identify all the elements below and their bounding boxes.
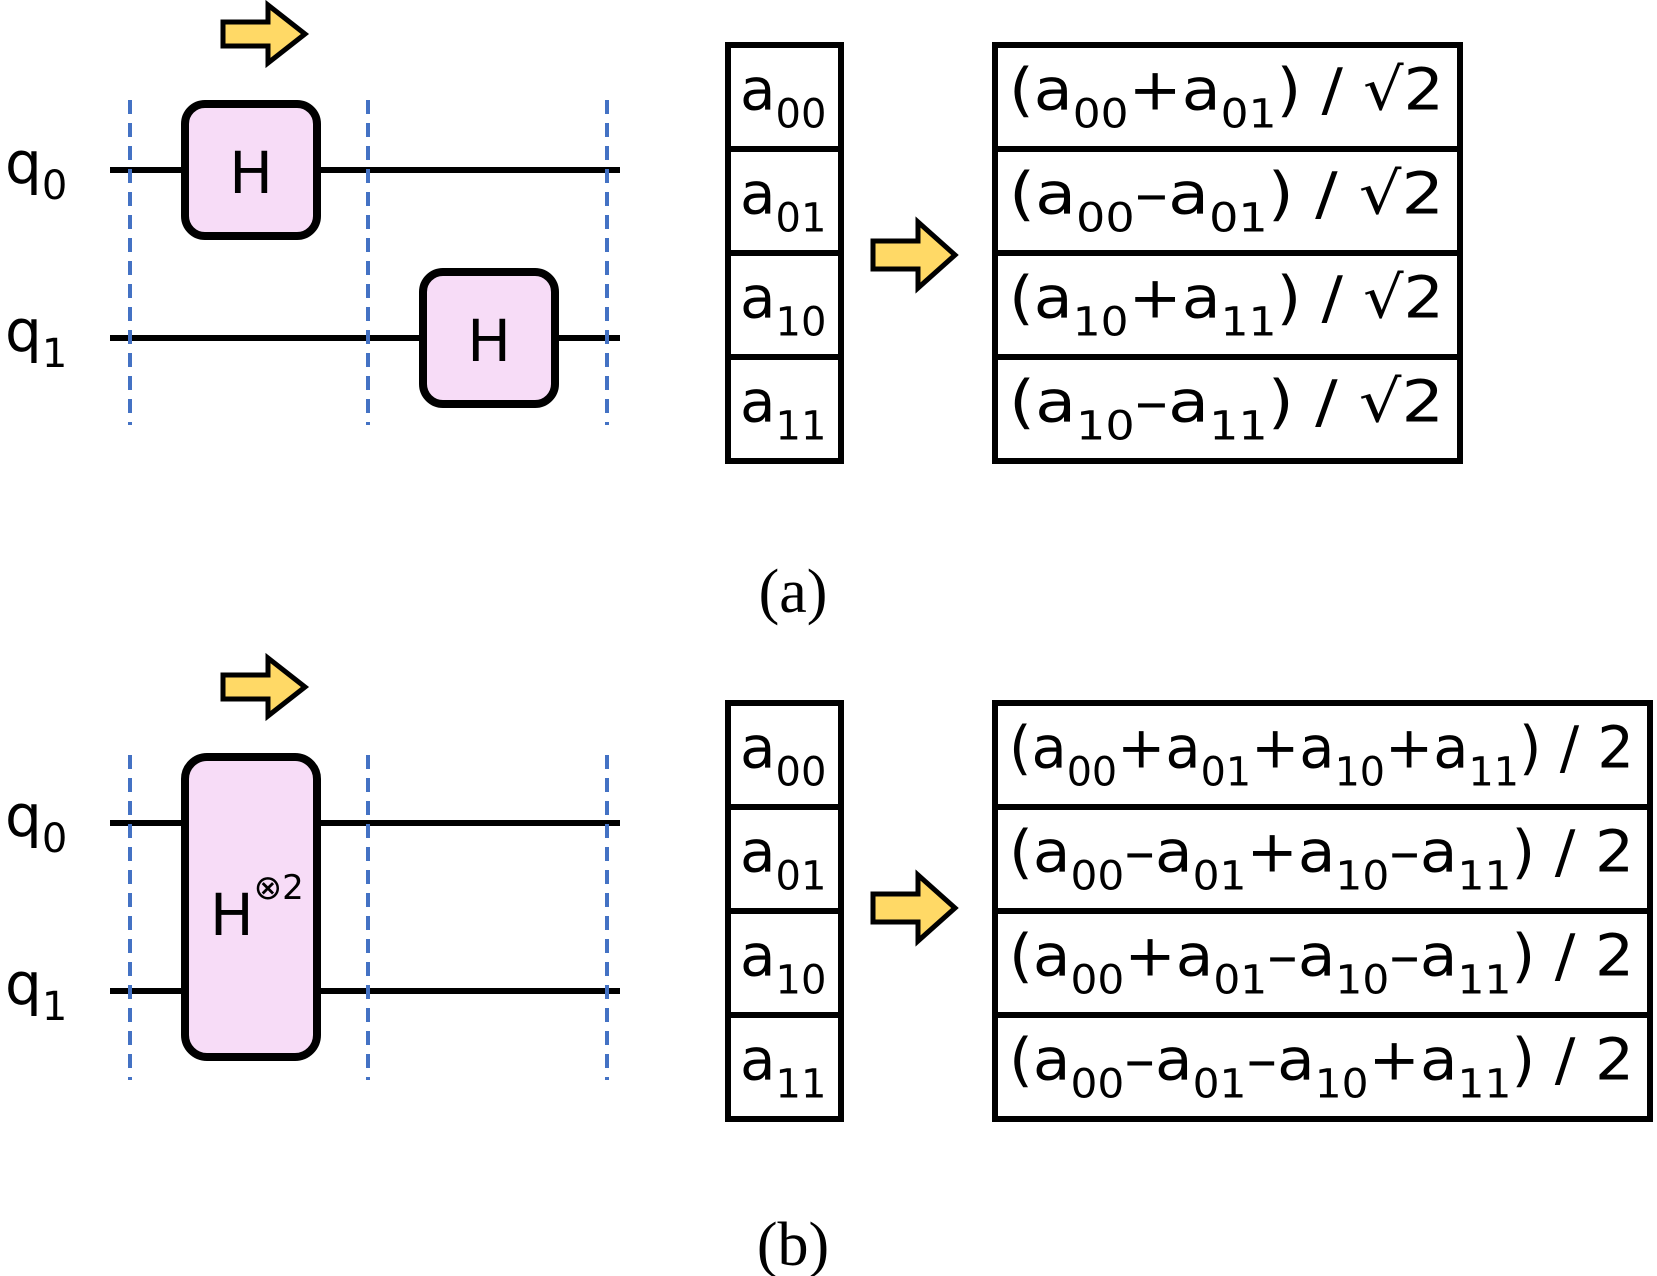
- amplitude-label: a10: [740, 263, 826, 345]
- amplitude-label: a01: [740, 817, 826, 899]
- amplitude-label: a01: [740, 159, 826, 241]
- hadamard-tensor-gate: [181, 753, 321, 1061]
- input-state-vector: a00 a01 a10 a11: [725, 700, 844, 1122]
- panel-b: q0 q1 H⊗2 a00 a01 a10 a11 (a00+a01+a10+a11)…: [5, 652, 1653, 1276]
- step-arrow-icon: [220, 0, 310, 69]
- gate-label: H: [229, 139, 273, 207]
- transform-arrow-icon: [870, 216, 959, 294]
- vector-cell: [992, 1012, 1653, 1122]
- panel-caption-b: (b): [757, 1211, 829, 1276]
- amplitude-label: a00: [740, 713, 826, 795]
- qubit-label-q1: q1: [5, 950, 67, 1030]
- vector-cell: [725, 1012, 844, 1122]
- vector-cell: [992, 354, 1463, 464]
- qubit-label-q0: q0: [5, 129, 67, 209]
- amplitude-label: a11: [740, 1025, 826, 1107]
- hadamard-gate-q0: [181, 100, 321, 240]
- qubit-label-q0: q0: [5, 782, 67, 862]
- qubit-label-q1: q1: [5, 297, 67, 377]
- gate-label: H⊗2: [210, 868, 304, 949]
- amplitude-label: a00: [740, 55, 826, 137]
- amplitude-label: a10: [740, 921, 826, 1003]
- vector-cell: [725, 354, 844, 464]
- gate-label: H: [467, 307, 511, 375]
- hadamard-gate-q1: [419, 268, 559, 408]
- amplitude-expression: (a00+a01+a10+a11) / 2: [1009, 713, 1634, 795]
- amplitude-label: a11: [740, 367, 826, 449]
- panel-caption-a: (a): [759, 558, 828, 626]
- step-arrow-icon: [220, 652, 310, 722]
- transform-arrow-icon: [870, 869, 959, 947]
- input-state-vector: a00 a01 a10 a11: [725, 42, 844, 464]
